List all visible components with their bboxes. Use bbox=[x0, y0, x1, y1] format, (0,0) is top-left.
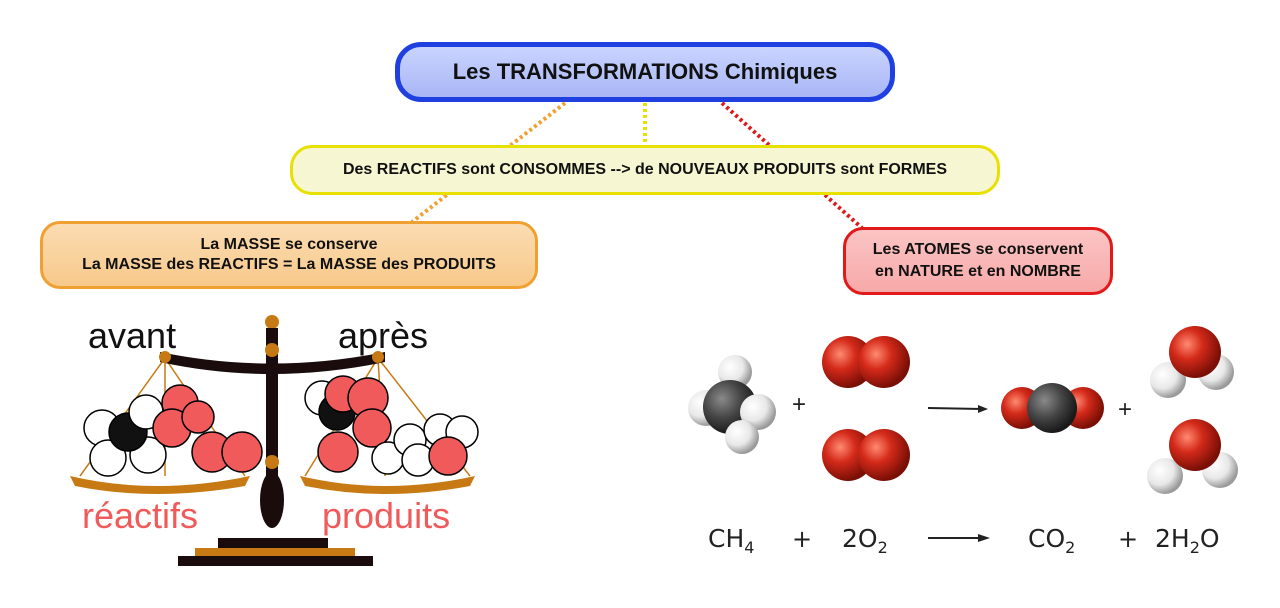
balance-base-bottom bbox=[178, 556, 373, 566]
formula-h2o-sub: 2 bbox=[1190, 538, 1200, 557]
water-molecule-2 bbox=[1147, 419, 1238, 494]
beam-end-right bbox=[372, 351, 384, 363]
mass-node-line2: La MASSE des REACTIFS = La MASSE des PRO… bbox=[82, 256, 496, 273]
mass-node: La MASSE se conserve La MASSE des REACTI… bbox=[40, 221, 538, 289]
oxygen-molecule-1 bbox=[822, 336, 910, 388]
formula-h2o-a: 2H bbox=[1155, 524, 1190, 553]
svg-text:CH4: CH4 bbox=[708, 524, 754, 557]
column-knob bbox=[260, 472, 284, 528]
root-node-label: Les TRANSFORMATIONS Chimiques bbox=[452, 59, 838, 84]
formula-plus-2: + bbox=[1118, 525, 1138, 553]
atoms-node: Les ATOMES se conservent en NATURE et en… bbox=[843, 227, 1113, 295]
water-molecule-1 bbox=[1150, 326, 1234, 398]
right-molecules bbox=[304, 375, 479, 477]
formula-o2: 2O bbox=[842, 524, 878, 553]
reaction-arrow-top bbox=[927, 405, 988, 413]
reaction-node: Des REACTIFS sont CONSOMMES --> de NOUVE… bbox=[290, 145, 1000, 195]
svg-text:2O2: 2O2 bbox=[842, 524, 888, 557]
formula-co2: CO bbox=[1028, 524, 1065, 553]
atoms-node-line1: Les ATOMES se conservent bbox=[872, 241, 1084, 258]
root-node: Les TRANSFORMATIONS Chimiques bbox=[395, 42, 895, 102]
formula-ch4-sub: 4 bbox=[744, 538, 754, 557]
left-pan bbox=[70, 476, 250, 494]
right-pan bbox=[300, 476, 475, 494]
plus-top-2: + bbox=[1118, 396, 1132, 423]
beam-end-left bbox=[159, 351, 171, 363]
oxygen-molecule-2 bbox=[822, 429, 910, 481]
carbon-dioxide-molecule bbox=[1001, 383, 1104, 433]
formula-plus-1: + bbox=[792, 525, 812, 553]
formula-row: CH4 + 2O2 CO2 + 2H2O bbox=[708, 524, 1220, 557]
label-products: produits bbox=[322, 495, 450, 536]
svg-text:CO2: CO2 bbox=[1028, 524, 1075, 557]
connector-root-right bbox=[720, 101, 864, 230]
methane-molecule bbox=[688, 355, 776, 454]
pivot-top bbox=[265, 315, 279, 329]
balance-beam bbox=[160, 352, 385, 374]
balance-base-top bbox=[218, 538, 328, 548]
formula-ch4: CH bbox=[708, 524, 744, 553]
formula-h2o-b: O bbox=[1200, 524, 1220, 553]
formula-co2-sub: 2 bbox=[1065, 538, 1075, 557]
label-after: après bbox=[338, 315, 428, 356]
label-before: avant bbox=[88, 315, 176, 356]
balance-column bbox=[266, 328, 278, 496]
reaction-node-label: Des REACTIFS sont CONSOMMES --> de NOUVE… bbox=[342, 161, 948, 178]
pivot-lower bbox=[265, 455, 279, 469]
svg-text:2H2O: 2H2O bbox=[1155, 524, 1220, 557]
formula-o2-sub: 2 bbox=[878, 538, 888, 557]
label-reactants: réactifs bbox=[82, 495, 198, 536]
plus-top-1: + bbox=[792, 391, 806, 418]
reaction-arrow-bottom bbox=[928, 534, 990, 542]
left-molecules bbox=[83, 384, 263, 477]
balance-base-mid bbox=[195, 548, 355, 556]
pivot-center bbox=[265, 343, 279, 357]
mass-node-line1: La MASSE se conserve bbox=[200, 236, 378, 253]
atoms-node-line2: en NATURE et en NOMBRE bbox=[875, 263, 1081, 280]
